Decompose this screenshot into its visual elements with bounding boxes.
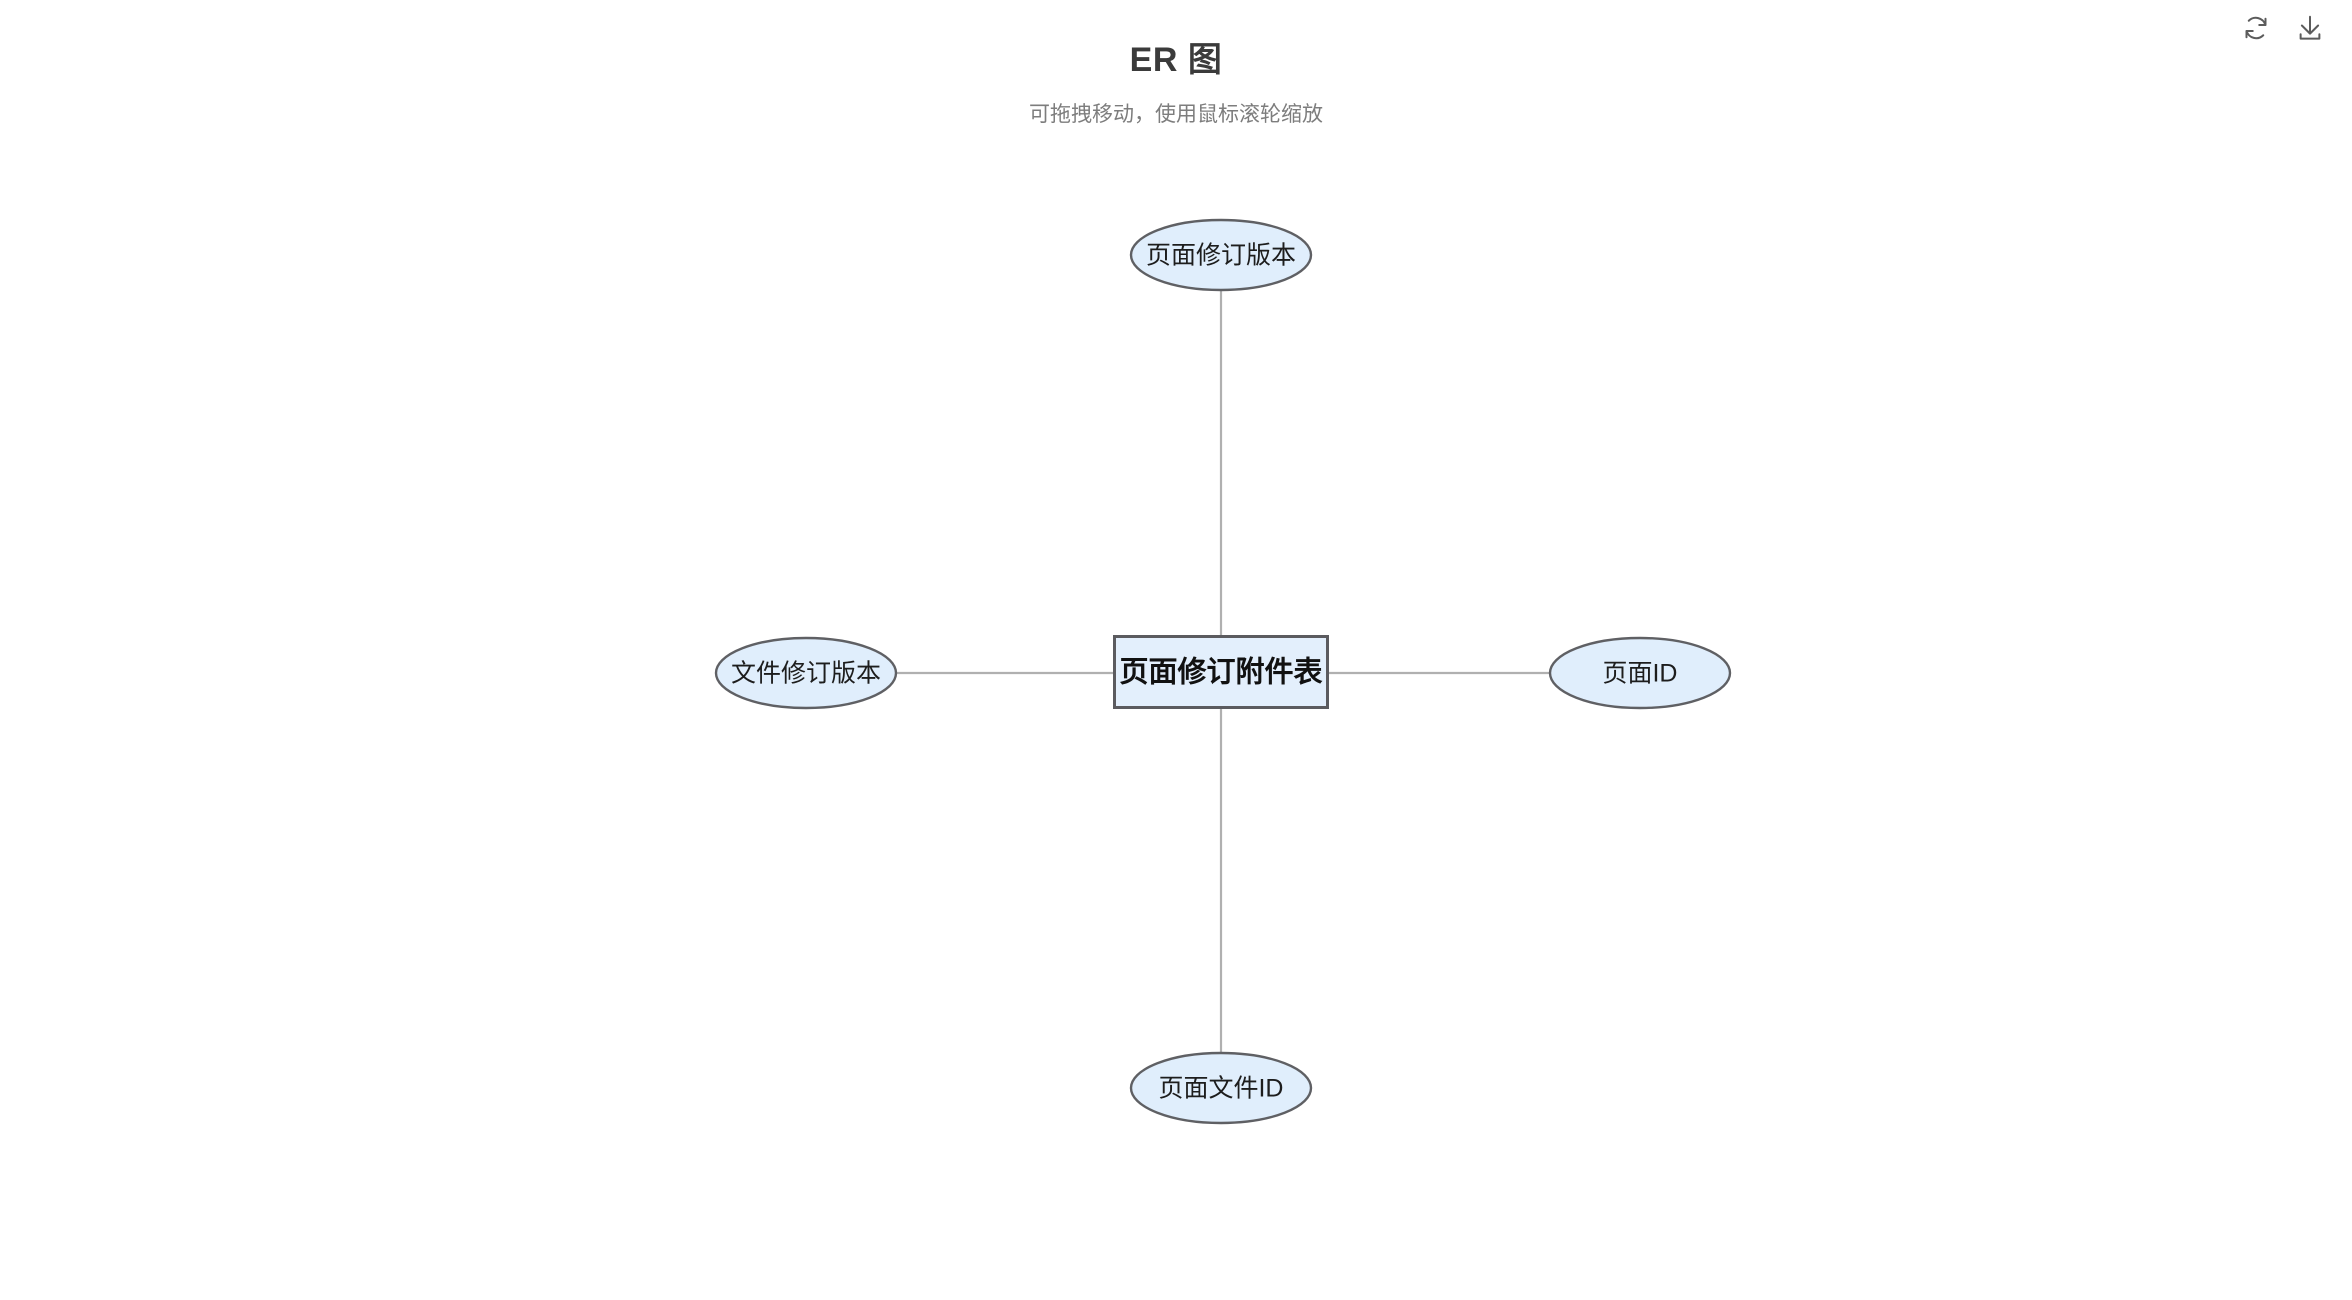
edge-group: [896, 290, 1550, 1053]
refresh-icon: [2241, 13, 2271, 43]
attribute-label: 文件修订版本: [731, 660, 881, 688]
download-icon: [2295, 13, 2325, 43]
reset-view-button[interactable]: [2236, 8, 2276, 48]
attribute-ellipse[interactable]: [714, 636, 898, 710]
diagram-toolbar: [2236, 8, 2330, 48]
attribute-ellipse[interactable]: [1129, 1051, 1313, 1125]
entity-rect[interactable]: [1113, 635, 1329, 709]
attribute-node-top[interactable]: 页面修订版本: [1129, 218, 1313, 292]
attribute-label: 页面文件ID: [1158, 1075, 1283, 1103]
attribute-node-left[interactable]: 文件修订版本: [714, 636, 898, 710]
entity-label: 页面修订附件表: [1119, 656, 1322, 689]
download-button[interactable]: [2290, 8, 2330, 48]
attribute-label: 页面ID: [1602, 660, 1677, 688]
entity-node-page-revision-attachment[interactable]: 页面修订附件表: [1113, 635, 1329, 709]
attribute-node-right[interactable]: 页面ID: [1548, 636, 1732, 710]
attribute-ellipse[interactable]: [1548, 636, 1732, 710]
attribute-node-bottom[interactable]: 页面文件ID: [1129, 1051, 1313, 1125]
attribute-label: 页面修订版本: [1146, 242, 1296, 270]
attribute-ellipse[interactable]: [1129, 218, 1313, 292]
